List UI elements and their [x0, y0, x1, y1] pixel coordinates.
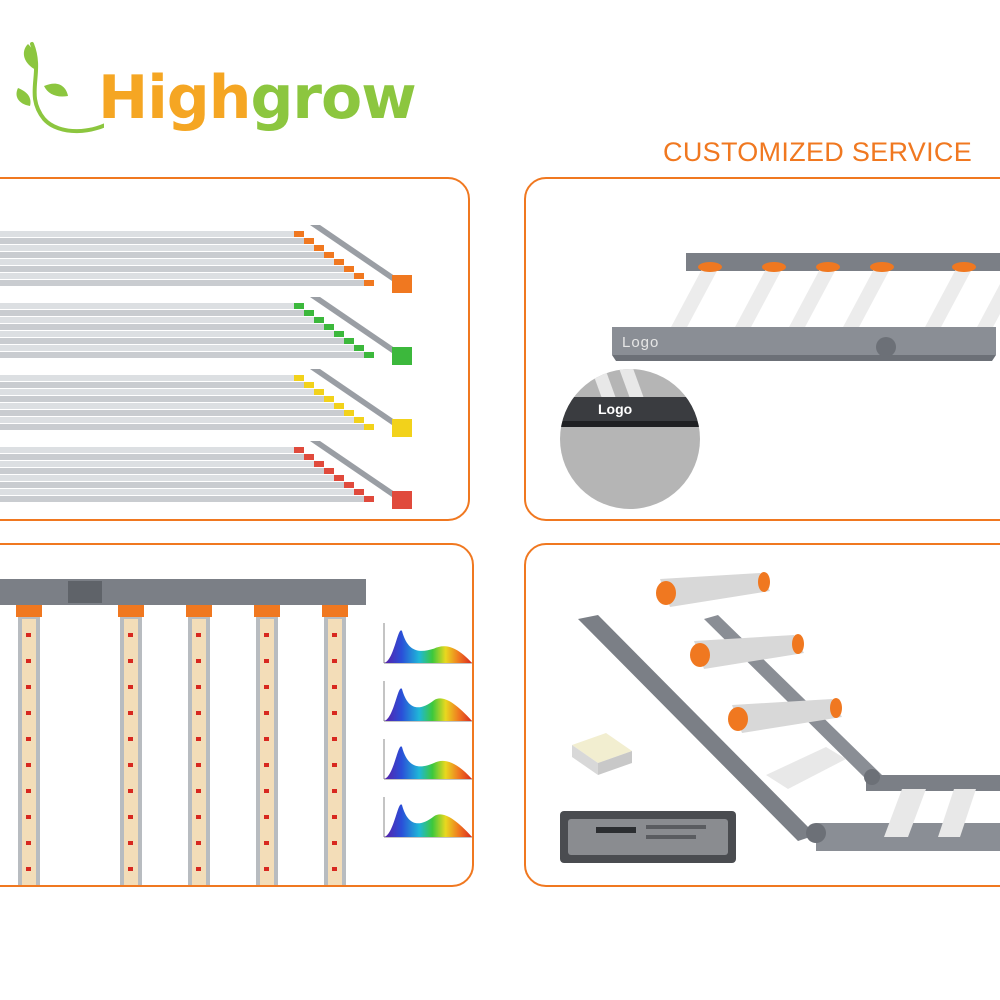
led-chip-icon — [572, 733, 632, 775]
brand-name-part1: High — [98, 63, 251, 133]
panel-logo-custom: Logo Logo — [524, 177, 1000, 521]
brand-logo: Highgrow — [14, 24, 417, 144]
frame-logo-text: Logo — [622, 334, 660, 351]
brand-name: Highgrow — [98, 68, 417, 128]
vine-icon — [16, 42, 104, 134]
stacked-bars-illustration — [0, 225, 412, 509]
panel-components — [524, 543, 1000, 887]
components-illustration — [560, 572, 1000, 863]
spectrum-illustration — [0, 579, 472, 885]
logo-zoom-circle — [560, 369, 700, 509]
zoom-logo-text: Logo — [598, 401, 633, 417]
driver-box-icon — [560, 811, 736, 863]
section-title: CUSTOMIZED SERVICE — [663, 137, 972, 167]
panel-spectrum — [0, 543, 474, 887]
frame-illustration — [612, 253, 1000, 361]
brand-name-part2: grow — [250, 63, 416, 133]
panel-color-options — [0, 177, 470, 521]
